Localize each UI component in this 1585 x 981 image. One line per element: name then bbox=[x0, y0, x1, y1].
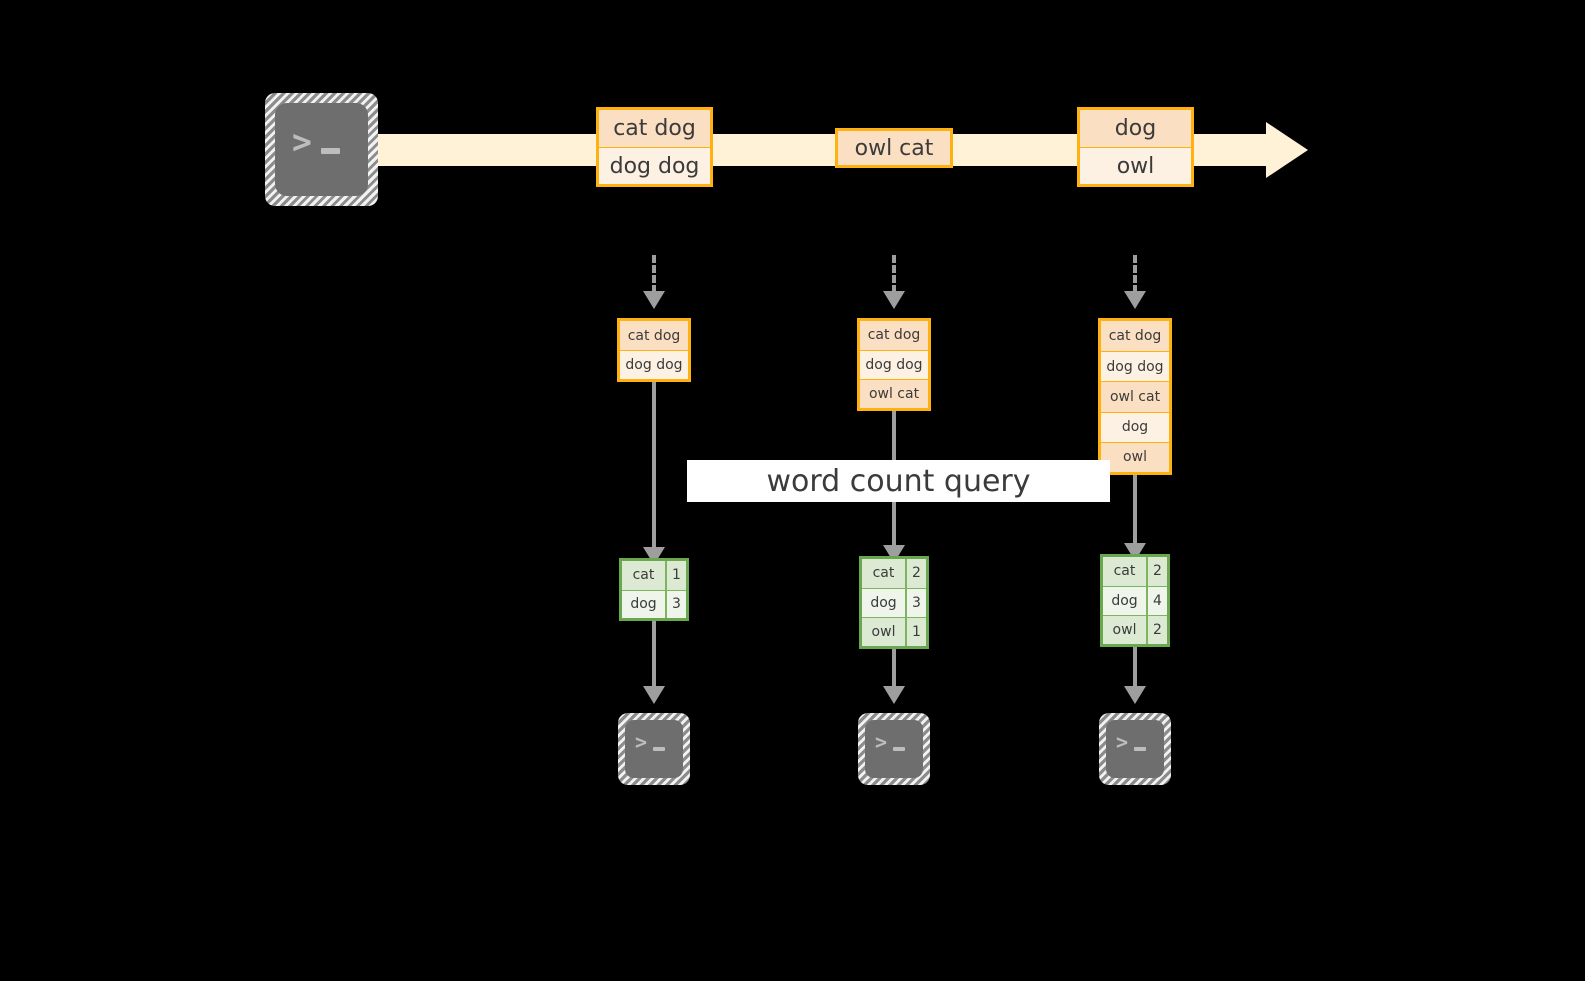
result-count: 2 bbox=[1148, 557, 1167, 586]
sink-flow-line bbox=[892, 649, 896, 688]
result-count: 2 bbox=[1148, 615, 1167, 644]
terminal-prompt-glyph: > bbox=[292, 122, 312, 161]
stream-event-box: dog owl bbox=[1077, 107, 1194, 187]
query-flow-line bbox=[1133, 475, 1137, 545]
snapshot-line: cat dog bbox=[1101, 321, 1169, 352]
stream-event-line: dog dog bbox=[599, 147, 710, 184]
terminal-prompt-glyph: > bbox=[635, 730, 648, 754]
snapshot-line: owl bbox=[1101, 441, 1169, 472]
result-word: cat bbox=[862, 559, 907, 588]
terminal-prompt-glyph: > bbox=[1116, 730, 1129, 754]
snapshot-inbound-line bbox=[1133, 255, 1137, 293]
terminal-cursor-glyph bbox=[1134, 747, 1146, 751]
stream-arrow-head-icon bbox=[1266, 122, 1308, 178]
stream-event-line: owl bbox=[1080, 147, 1191, 184]
snapshot-inbound-arrow-head-icon bbox=[1124, 291, 1146, 309]
terminal-screen: > bbox=[1106, 720, 1164, 778]
result-row: dog 3 bbox=[622, 589, 686, 618]
sink-terminal-icon: > bbox=[618, 713, 690, 785]
terminal-cursor-glyph bbox=[653, 747, 665, 751]
terminal-cursor-glyph bbox=[893, 747, 905, 751]
snapshot-line: dog dog bbox=[1101, 351, 1169, 382]
sink-flow-arrow-head-icon bbox=[883, 686, 905, 704]
result-row: cat 2 bbox=[1103, 557, 1167, 586]
sink-flow-arrow-head-icon bbox=[643, 686, 665, 704]
snapshot-line: cat dog bbox=[860, 321, 928, 350]
snapshot-line: dog bbox=[1101, 411, 1169, 442]
snapshot-line: owl cat bbox=[860, 378, 928, 408]
result-row: owl 2 bbox=[1103, 614, 1167, 644]
snapshot-box: cat dog dog dog bbox=[617, 318, 691, 382]
result-word: dog bbox=[862, 588, 907, 617]
snapshot-inbound-arrow-head-icon bbox=[883, 291, 905, 309]
result-table: cat 2 dog 4 owl 2 bbox=[1100, 554, 1170, 647]
stream-event-line: cat dog bbox=[599, 110, 710, 147]
result-row: dog 4 bbox=[1103, 585, 1167, 615]
query-flow-line bbox=[652, 382, 656, 549]
terminal-cursor-glyph bbox=[321, 148, 340, 154]
source-terminal-icon: > bbox=[265, 93, 378, 206]
result-count: 2 bbox=[907, 559, 926, 588]
snapshot-line: dog dog bbox=[860, 349, 928, 379]
result-row: cat 1 bbox=[622, 561, 686, 590]
snapshot-inbound-line bbox=[652, 255, 656, 293]
result-count: 1 bbox=[667, 561, 686, 590]
snapshot-inbound-line bbox=[892, 255, 896, 293]
snapshot-line: cat dog bbox=[620, 321, 688, 350]
sink-terminal-icon: > bbox=[858, 713, 930, 785]
result-count: 3 bbox=[907, 588, 926, 617]
result-word: dog bbox=[1103, 586, 1148, 615]
sink-flow-line bbox=[652, 621, 656, 688]
terminal-screen: > bbox=[625, 720, 683, 778]
sink-flow-arrow-head-icon bbox=[1124, 686, 1146, 704]
terminal-screen: > bbox=[275, 103, 368, 196]
result-count: 4 bbox=[1148, 586, 1167, 615]
snapshot-line: dog dog bbox=[620, 350, 688, 379]
stream-event-box: cat dog dog dog bbox=[596, 107, 713, 187]
result-row: owl 1 bbox=[862, 616, 926, 646]
snapshot-inbound-arrow-head-icon bbox=[643, 291, 665, 309]
terminal-prompt-glyph: > bbox=[875, 730, 888, 754]
result-count: 1 bbox=[907, 617, 926, 646]
result-word: cat bbox=[622, 561, 667, 590]
query-label: word count query bbox=[766, 463, 1031, 499]
stream-event-line: owl cat bbox=[838, 131, 950, 165]
snapshot-line: owl cat bbox=[1101, 381, 1169, 412]
sink-terminal-icon: > bbox=[1099, 713, 1171, 785]
stream-event-box: owl cat bbox=[835, 128, 953, 168]
terminal-screen: > bbox=[865, 720, 923, 778]
query-label-band: word count query bbox=[687, 460, 1110, 502]
result-word: owl bbox=[1103, 615, 1148, 644]
stream-event-line: dog bbox=[1080, 110, 1191, 147]
result-table: cat 2 dog 3 owl 1 bbox=[859, 556, 929, 649]
result-word: dog bbox=[622, 590, 667, 618]
result-row: cat 2 bbox=[862, 559, 926, 588]
result-count: 3 bbox=[667, 590, 686, 618]
sink-flow-line bbox=[1133, 647, 1137, 688]
snapshot-box: cat dog dog dog owl cat dog owl bbox=[1098, 318, 1172, 475]
result-table: cat 1 dog 3 bbox=[619, 558, 689, 621]
result-row: dog 3 bbox=[862, 587, 926, 617]
snapshot-box: cat dog dog dog owl cat bbox=[857, 318, 931, 411]
result-word: owl bbox=[862, 617, 907, 646]
result-word: cat bbox=[1103, 557, 1148, 586]
